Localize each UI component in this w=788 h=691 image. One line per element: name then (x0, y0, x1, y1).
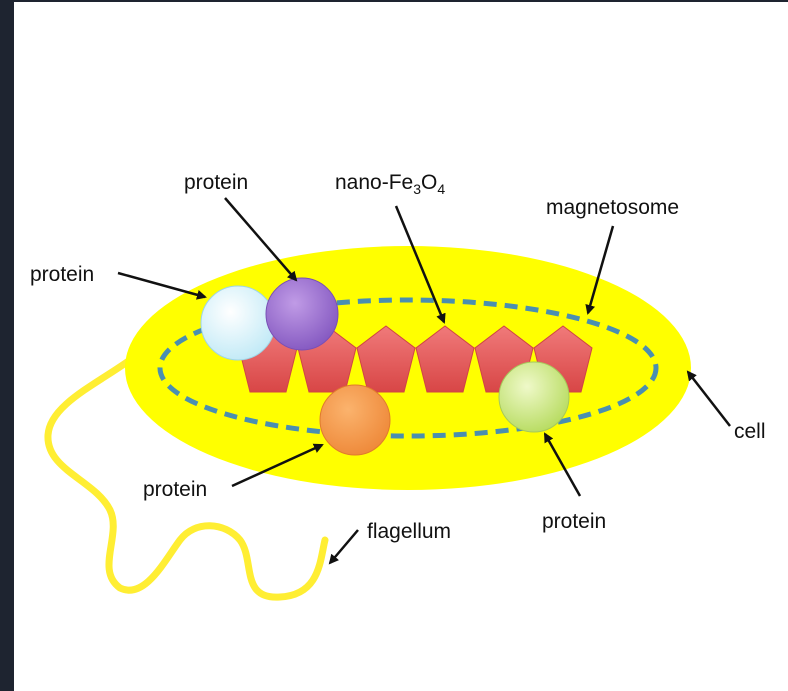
label-protein-bottom-left: protein (143, 478, 207, 501)
protein-light-blue (201, 286, 275, 360)
label-nano-mid: O (421, 171, 437, 194)
label-nano-sub2: 4 (437, 181, 445, 197)
protein-orange (320, 385, 390, 455)
label-nano-sub1: 3 (413, 181, 421, 197)
protein-light-green (499, 362, 569, 432)
label-magnetosome: magnetosome (546, 196, 679, 219)
label-flagellum: flagellum (367, 520, 451, 543)
label-protein-left: protein (30, 263, 94, 286)
arrow-protein-left (118, 273, 205, 297)
arrow-cell (688, 372, 730, 426)
label-nano-prefix: nano-Fe (335, 171, 413, 194)
label-nano-fe3o4: nano-Fe3O4 (335, 171, 445, 197)
label-cell: cell (734, 420, 766, 443)
arrow-flagellum (330, 530, 358, 563)
label-protein-top: protein (184, 171, 248, 194)
protein-purple (266, 278, 338, 350)
label-protein-bottom-right: protein (542, 510, 606, 533)
